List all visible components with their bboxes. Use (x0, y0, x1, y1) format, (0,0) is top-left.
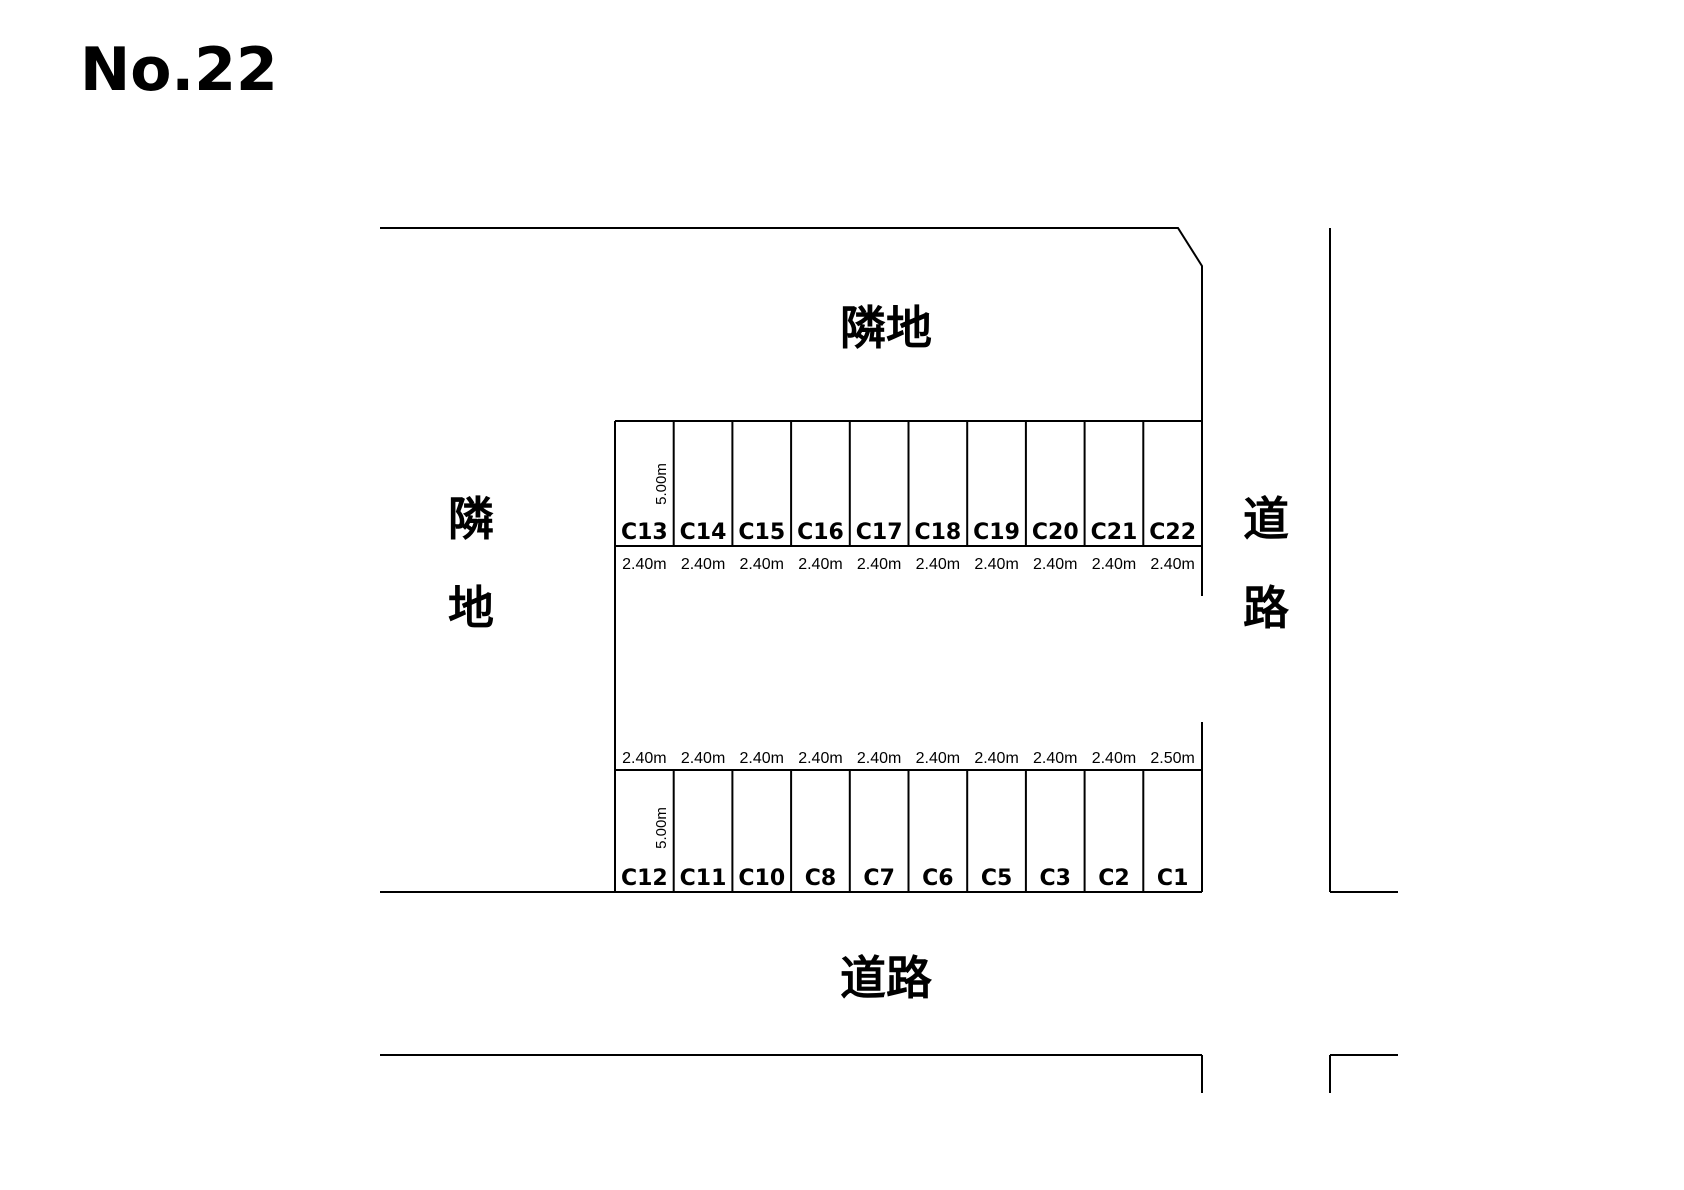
parking-spot-c16[interactable]: C16 (797, 520, 844, 545)
parking-spot-c20[interactable]: C20 (1032, 520, 1079, 545)
spot-width-label: 2.50m (1150, 750, 1194, 767)
parking-spot-c8[interactable]: C8 (805, 866, 836, 891)
spot-width-label: 2.40m (857, 556, 901, 573)
spot-width-label: 2.40m (974, 750, 1018, 767)
parking-spot-c15[interactable]: C15 (738, 520, 785, 545)
parking-spot-c19[interactable]: C19 (973, 520, 1020, 545)
spot-width-label: 2.40m (740, 750, 784, 767)
parking-spot-c12[interactable]: C12 (621, 866, 668, 891)
parking-spot-c14[interactable]: C14 (680, 520, 727, 545)
spot-width-label: 2.40m (622, 750, 666, 767)
spot-width-label: 2.40m (1092, 556, 1136, 573)
west-neighbor-label-2: 地 (448, 581, 494, 635)
south-road-label: 道路 (840, 951, 933, 1005)
east-road-label-1: 道 (1243, 492, 1289, 546)
spot-width-label: 2.40m (798, 556, 842, 573)
west-neighbor-label-1: 隣 (448, 492, 494, 546)
parking-spot-c5[interactable]: C5 (981, 866, 1012, 891)
top-parking-row: C13 2.40m C14 2.40m C15 2.40m C16 2.40m C17 2.40m… (621, 421, 1196, 573)
spot-width-label: 2.40m (681, 556, 725, 573)
spot-width-label: 2.40m (857, 750, 901, 767)
parking-spot-c17[interactable]: C17 (856, 520, 903, 545)
north-boundary (380, 227, 1203, 421)
parking-spot-c6[interactable]: C6 (922, 866, 953, 891)
east-road-label-2: 路 (1243, 581, 1290, 635)
lot-number: No.22 (80, 35, 278, 105)
spot-depth-label: 5.00m (653, 807, 670, 849)
parking-spot-c13[interactable]: C13 (621, 520, 668, 545)
parking-spot-c22[interactable]: C22 (1149, 520, 1196, 545)
north-neighbor-label: 隣地 (840, 301, 932, 355)
spot-depth-label: 5.00m (653, 463, 670, 505)
parking-spot-c11[interactable]: C11 (680, 866, 727, 891)
parking-spot-c3[interactable]: C3 (1040, 866, 1071, 891)
spot-width-label: 2.40m (1033, 750, 1077, 767)
parking-spot-c18[interactable]: C18 (914, 520, 961, 545)
parking-spot-c21[interactable]: C21 (1091, 520, 1138, 545)
spot-width-label: 2.40m (974, 556, 1018, 573)
spot-width-label: 2.40m (1092, 750, 1136, 767)
spot-width-label: 2.40m (916, 556, 960, 573)
parking-spot-c7[interactable]: C7 (863, 866, 894, 891)
spot-width-label: 2.40m (740, 556, 784, 573)
parking-spot-c1[interactable]: C1 (1157, 866, 1188, 891)
spot-width-label: 2.40m (681, 750, 725, 767)
parking-spot-c10[interactable]: C10 (738, 866, 785, 891)
spot-width-label: 2.40m (1150, 556, 1194, 573)
spot-width-label: 2.40m (1033, 556, 1077, 573)
parking-spot-c2[interactable]: C2 (1098, 866, 1129, 891)
spot-width-label: 2.40m (916, 750, 960, 767)
spot-width-label: 2.40m (622, 556, 666, 573)
spot-width-label: 2.40m (798, 750, 842, 767)
